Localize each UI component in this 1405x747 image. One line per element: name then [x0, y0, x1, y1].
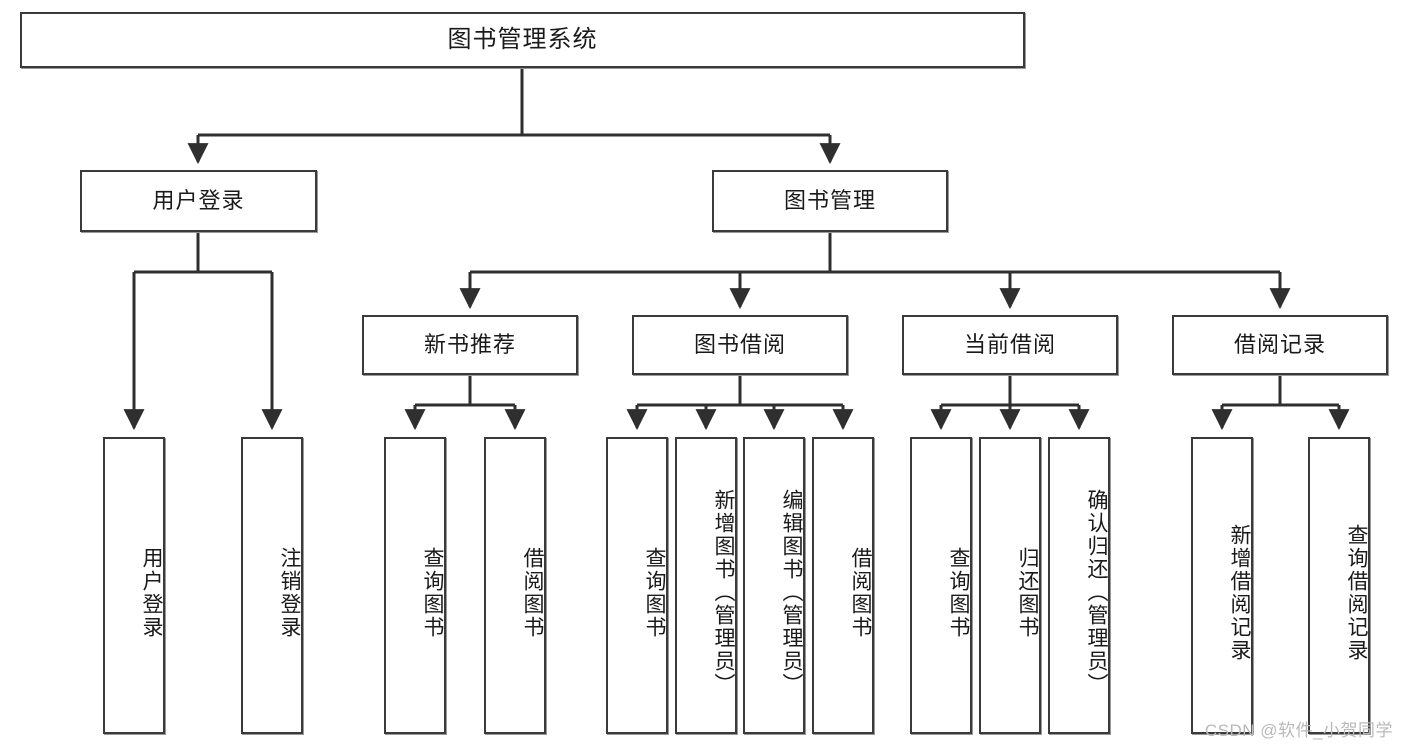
node-label: 新书推荐	[423, 331, 516, 357]
node-current-borrow[interactable]: 当前借阅	[902, 315, 1118, 375]
node-leaf-confirm-return[interactable]: 确认归还（管理员）	[1048, 437, 1110, 734]
node-label: 借阅图书	[849, 546, 872, 639]
node-label: 新增图书（管理员）	[712, 489, 735, 696]
node-label: 借阅记录	[1233, 331, 1326, 357]
node-leaf-return-book[interactable]: 归还图书	[979, 437, 1041, 734]
node-leaf-borrow-book-1[interactable]: 借阅图书	[484, 437, 546, 734]
node-label: 图书借阅	[693, 331, 786, 357]
csdn-watermark: CSDN @软件_小贺同学	[1204, 721, 1393, 740]
node-leaf-logout-login[interactable]: 注销登录	[241, 437, 303, 734]
node-leaf-borrow-book-2[interactable]: 借阅图书	[812, 437, 874, 734]
node-leaf-user-login[interactable]: 用户登录	[103, 437, 165, 734]
node-label: 注销登录	[278, 546, 301, 639]
node-leaf-query-book-1[interactable]: 查询图书	[384, 437, 446, 734]
node-label: 当前借阅	[963, 331, 1056, 357]
node-new-book-recommend[interactable]: 新书推荐	[362, 315, 578, 375]
node-borrow-record[interactable]: 借阅记录	[1172, 315, 1388, 375]
node-label: 归还图书	[1016, 546, 1039, 639]
node-label: 查询图书	[421, 546, 444, 639]
node-leaf-add-record[interactable]: 新增借阅记录	[1191, 437, 1253, 734]
node-book-management-system[interactable]: 图书管理系统	[20, 12, 1025, 68]
node-book-borrow[interactable]: 图书借阅	[632, 315, 848, 375]
node-leaf-query-book-2[interactable]: 查询图书	[606, 437, 668, 734]
node-leaf-query-record[interactable]: 查询借阅记录	[1308, 437, 1370, 734]
node-leaf-add-book[interactable]: 新增图书（管理员）	[675, 437, 737, 734]
node-leaf-query-book-3[interactable]: 查询图书	[910, 437, 972, 734]
node-label: 用户登录	[140, 546, 163, 639]
node-label: 用户登录	[152, 187, 245, 213]
node-label: 图书管理	[783, 187, 876, 213]
node-book-manage[interactable]: 图书管理	[712, 170, 948, 232]
node-label: 编辑图书（管理员）	[780, 489, 803, 696]
node-leaf-edit-book[interactable]: 编辑图书（管理员）	[743, 437, 805, 734]
node-label: 图书管理系统	[447, 25, 598, 53]
node-label: 查询图书	[947, 546, 970, 639]
node-label: 确认归还（管理员）	[1085, 489, 1108, 696]
node-label: 新增借阅记录	[1228, 523, 1251, 662]
node-label: 借阅图书	[521, 546, 544, 639]
node-label: 查询图书	[643, 546, 666, 639]
node-label: 查询借阅记录	[1345, 523, 1368, 662]
node-user-login[interactable]: 用户登录	[80, 170, 317, 232]
